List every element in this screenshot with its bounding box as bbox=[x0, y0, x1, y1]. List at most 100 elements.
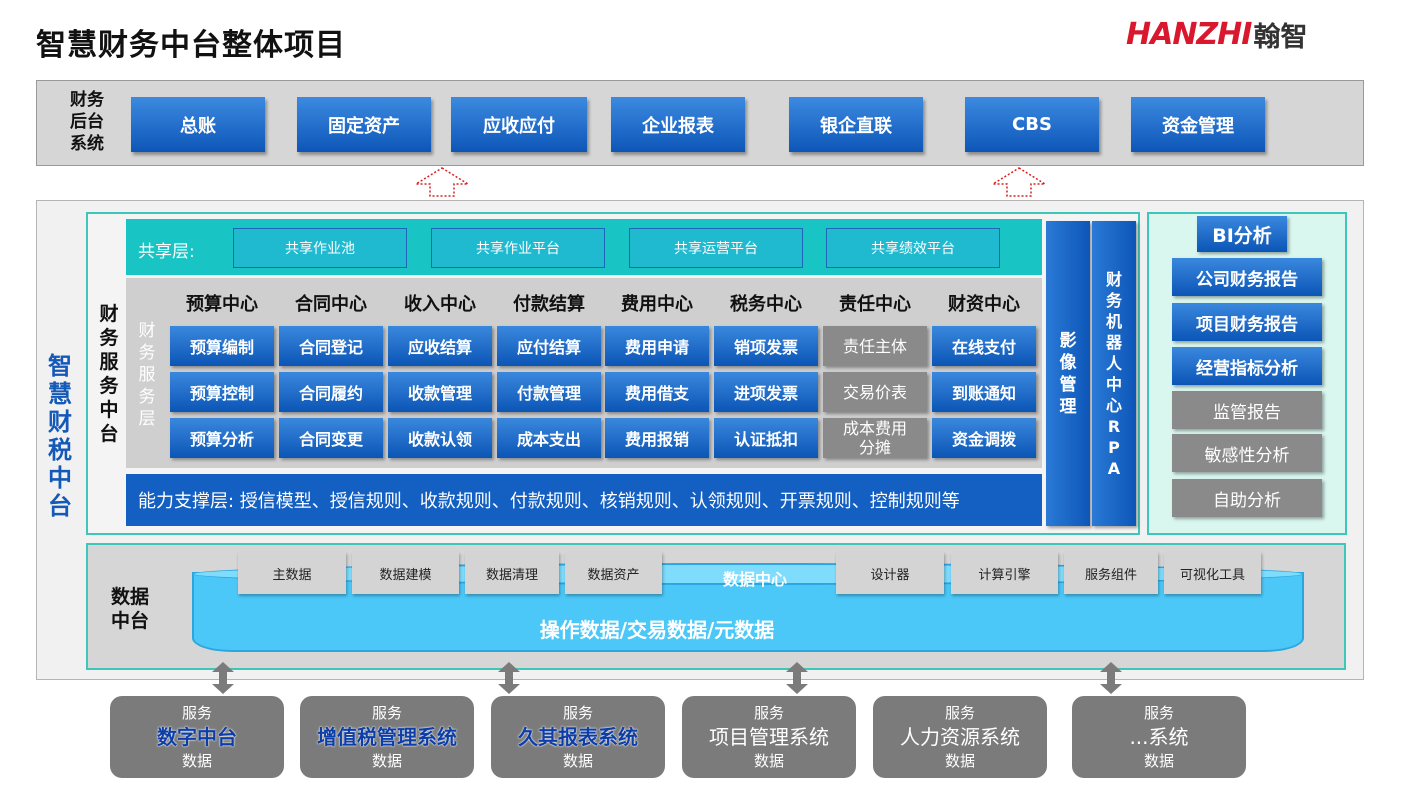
center-function-button[interactable]: 费用报销 bbox=[605, 418, 709, 458]
data-center-label: 数据中心 bbox=[722, 570, 787, 589]
external-data-label: 数据 bbox=[1143, 752, 1174, 770]
data-tab-service-components[interactable]: 服务组件 bbox=[1064, 552, 1158, 594]
backend-system-bank-link[interactable]: 银企直联 bbox=[789, 97, 923, 152]
external-system-name: 久其报表系统 bbox=[518, 725, 638, 749]
capability-layer: 能力支撑层: 授信模型、授信规则、收款规则、付款规则、核销规则、认领规则、开票规… bbox=[126, 474, 1042, 526]
center-function-button[interactable]: 进项发票 bbox=[714, 372, 818, 412]
center-function-button[interactable]: 认证抵扣 bbox=[714, 418, 818, 458]
external-system-hr[interactable]: 服务 人力资源系统 数据 bbox=[873, 696, 1047, 778]
service-layer-label: 财 务 服 务 层 bbox=[138, 321, 156, 429]
center-function-button[interactable]: 收款认领 bbox=[388, 418, 492, 458]
data-tab-cleansing[interactable]: 数据清理 bbox=[465, 552, 559, 594]
share-layer-label: 共享层: bbox=[138, 242, 195, 262]
bi-item-sensitivity-analysis[interactable]: 敏感性分析 bbox=[1172, 434, 1322, 472]
bi-item-company-report[interactable]: 公司财务报告 bbox=[1172, 258, 1322, 296]
center-function-button[interactable]: 费用申请 bbox=[605, 326, 709, 366]
center-heading: 合同中心 bbox=[295, 294, 367, 315]
double-arrow-icon bbox=[212, 662, 234, 694]
center-function-button[interactable]: 付款管理 bbox=[497, 372, 601, 412]
external-system-name: 数字中台 bbox=[157, 725, 237, 749]
data-platform-label: 数据 中台 bbox=[110, 586, 149, 632]
up-arrow-icon bbox=[991, 167, 1047, 197]
center-function-button[interactable]: 预算编制 bbox=[170, 326, 274, 366]
double-arrow-icon bbox=[1100, 662, 1122, 694]
center-function-button[interactable]: 成本费用 分摊 bbox=[823, 418, 927, 458]
backend-systems-panel: 财务 后台 系统 总账 固定资产 应收应付 企业报表 银企直联 CBS 资金管理 bbox=[36, 80, 1364, 166]
external-system-name: 项目管理系统 bbox=[709, 725, 829, 749]
share-item-operations[interactable]: 共享运营平台 bbox=[629, 228, 803, 268]
page-title: 智慧财务中台整体项目 bbox=[36, 28, 346, 63]
share-item-platform[interactable]: 共享作业平台 bbox=[431, 228, 605, 268]
bi-item-self-service-analysis[interactable]: 自助分析 bbox=[1172, 479, 1322, 517]
finance-rpa-center[interactable]: 财 务 机 器 人 中 心 R P A bbox=[1092, 221, 1136, 526]
external-data-label: 数据 bbox=[753, 752, 784, 770]
center-function-button[interactable]: 合同登记 bbox=[279, 326, 383, 366]
backend-system-reports[interactable]: 企业报表 bbox=[611, 97, 745, 152]
external-data-label: 数据 bbox=[562, 752, 593, 770]
external-data-label: 数据 bbox=[181, 752, 212, 770]
center-function-button[interactable]: 收款管理 bbox=[388, 372, 492, 412]
external-service-label: 服务 bbox=[944, 704, 975, 722]
external-system-digital-platform[interactable]: 服务 数字中台 数据 bbox=[110, 696, 284, 778]
center-function-button[interactable]: 应收结算 bbox=[388, 326, 492, 366]
external-system-jiuqi-reports[interactable]: 服务 久其报表系统 数据 bbox=[491, 696, 665, 778]
backend-system-fund-mgmt[interactable]: 资金管理 bbox=[1131, 97, 1265, 152]
center-function-button[interactable]: 应付结算 bbox=[497, 326, 601, 366]
external-service-label: 服务 bbox=[181, 704, 212, 722]
up-arrow-icon bbox=[414, 167, 470, 197]
bi-item-regulatory-report[interactable]: 监管报告 bbox=[1172, 391, 1322, 429]
data-tab-designer[interactable]: 设计器 bbox=[836, 552, 944, 594]
external-system-name: 人力资源系统 bbox=[900, 725, 1020, 749]
image-management[interactable]: 影 像 管 理 bbox=[1046, 221, 1090, 526]
center-heading: 财资中心 bbox=[948, 294, 1020, 315]
double-arrow-icon bbox=[786, 662, 808, 694]
data-tab-assets[interactable]: 数据资产 bbox=[565, 552, 662, 594]
center-function-button[interactable]: 交易价表 bbox=[823, 372, 927, 412]
data-tab-visualization[interactable]: 可视化工具 bbox=[1164, 552, 1261, 594]
center-function-button[interactable]: 预算分析 bbox=[170, 418, 274, 458]
center-heading: 付款结算 bbox=[513, 294, 585, 315]
bi-item-project-report[interactable]: 项目财务报告 bbox=[1172, 303, 1322, 341]
external-data-label: 数据 bbox=[371, 752, 402, 770]
center-function-button[interactable]: 合同变更 bbox=[279, 418, 383, 458]
center-heading: 税务中心 bbox=[730, 294, 802, 315]
center-function-button[interactable]: 资金调拨 bbox=[932, 418, 1036, 458]
share-item-performance[interactable]: 共享绩效平台 bbox=[826, 228, 1000, 268]
external-system-vat-management[interactable]: 服务 增值税管理系统 数据 bbox=[300, 696, 474, 778]
share-item-pool[interactable]: 共享作业池 bbox=[233, 228, 407, 268]
center-heading: 收入中心 bbox=[404, 294, 476, 315]
center-function-button[interactable]: 费用借支 bbox=[605, 372, 709, 412]
external-system-other[interactable]: 服务 ...系统 数据 bbox=[1072, 696, 1246, 778]
backend-system-cbs[interactable]: CBS bbox=[965, 97, 1099, 152]
backend-system-ledger[interactable]: 总账 bbox=[131, 97, 265, 152]
data-tab-compute-engine[interactable]: 计算引擎 bbox=[951, 552, 1058, 594]
center-heading: 预算中心 bbox=[186, 294, 258, 315]
external-system-name: 增值税管理系统 bbox=[317, 725, 457, 749]
data-types-label: 操作数据/交易数据/元数据 bbox=[539, 618, 775, 642]
external-service-label: 服务 bbox=[753, 704, 784, 722]
data-tab-modeling[interactable]: 数据建模 bbox=[352, 552, 459, 594]
center-function-button[interactable]: 到账通知 bbox=[932, 372, 1036, 412]
external-service-label: 服务 bbox=[562, 704, 593, 722]
center-function-button[interactable]: 在线支付 bbox=[932, 326, 1036, 366]
logo-english: HANZHI bbox=[1126, 16, 1252, 52]
center-function-button[interactable]: 合同履约 bbox=[279, 372, 383, 412]
data-tab-master-data[interactable]: 主数据 bbox=[238, 552, 346, 594]
double-arrow-icon bbox=[498, 662, 520, 694]
platform-title: 智 慧 财 税 中 台 bbox=[48, 352, 72, 520]
backend-system-fixed-assets[interactable]: 固定资产 bbox=[297, 97, 431, 152]
backend-system-ar-ap[interactable]: 应收应付 bbox=[451, 97, 587, 152]
logo-chinese: 翰智 bbox=[1253, 21, 1308, 53]
external-system-project-management[interactable]: 服务 项目管理系统 数据 bbox=[682, 696, 856, 778]
external-data-label: 数据 bbox=[944, 752, 975, 770]
center-function-button[interactable]: 成本支出 bbox=[497, 418, 601, 458]
bi-analysis-title[interactable]: BI分析 bbox=[1197, 216, 1287, 252]
backend-label: 财务 后台 系统 bbox=[70, 90, 104, 154]
brand-logo: HANZHI 翰智 bbox=[1126, 14, 1307, 54]
service-platform-title: 财 务 服 务 中 台 bbox=[99, 303, 119, 445]
center-function-button[interactable]: 预算控制 bbox=[170, 372, 274, 412]
center-function-button[interactable]: 销项发票 bbox=[714, 326, 818, 366]
external-service-label: 服务 bbox=[371, 704, 402, 722]
center-function-button[interactable]: 责任主体 bbox=[823, 326, 927, 366]
bi-item-kpi-analysis[interactable]: 经营指标分析 bbox=[1172, 347, 1322, 385]
